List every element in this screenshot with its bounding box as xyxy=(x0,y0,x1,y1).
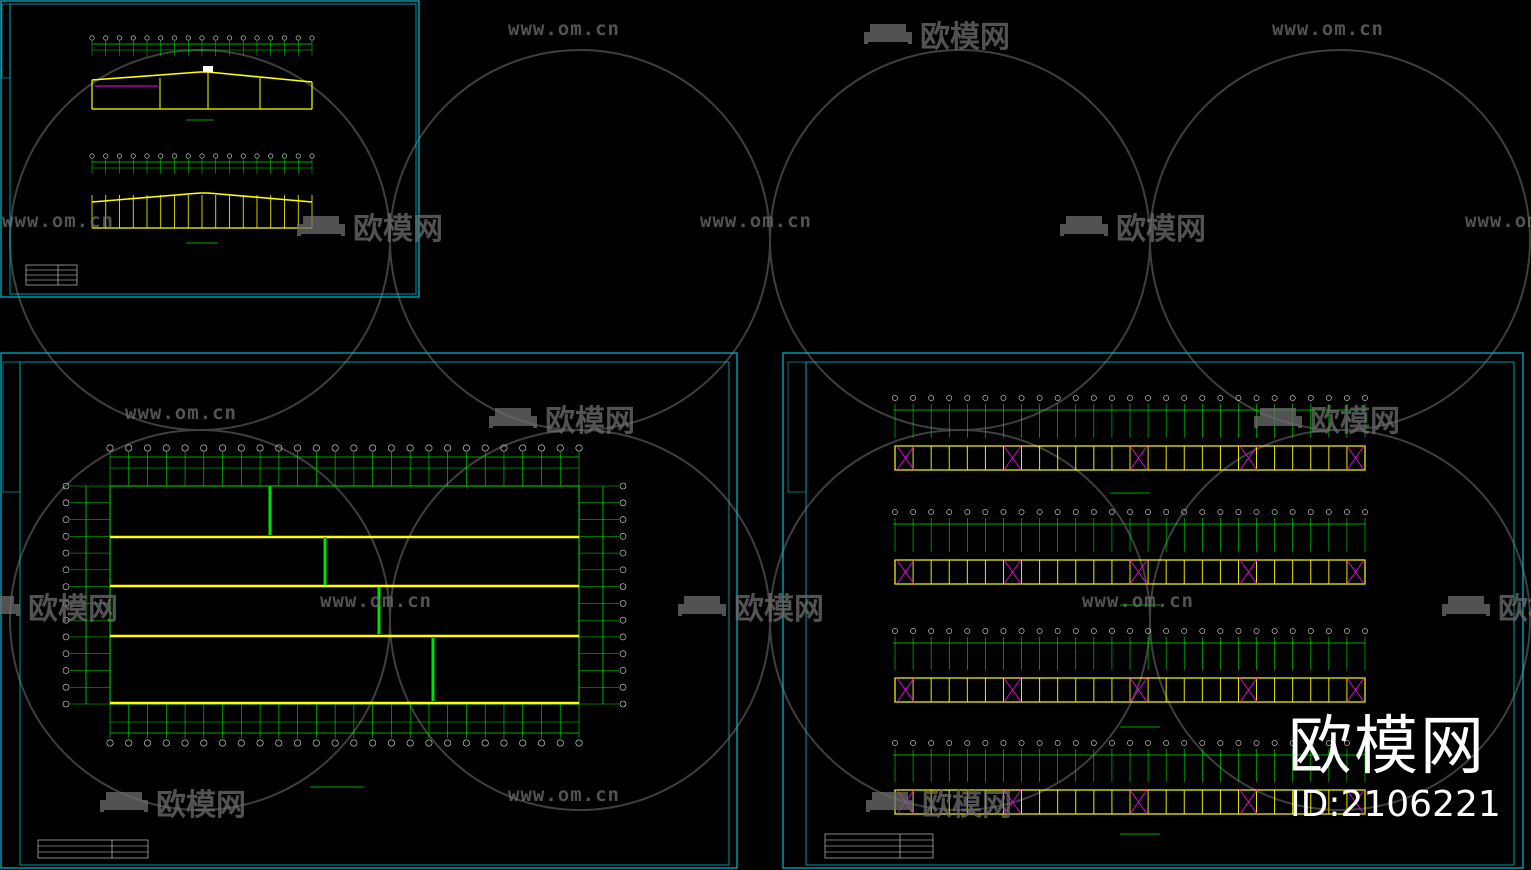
watermark-logo: 欧模网 xyxy=(0,584,118,628)
sofa-icon xyxy=(866,792,914,812)
plan-drawing xyxy=(85,456,604,788)
watermark-logo: 欧模网 xyxy=(1440,584,1531,628)
watermark-logo-text: 欧模网 xyxy=(156,788,246,823)
watermark-logo: 欧模网 xyxy=(1058,204,1206,248)
watermark-url: www.om.cn xyxy=(125,402,237,424)
watermark-logo: 欧模网 xyxy=(862,12,1010,56)
watermark-logo: 欧模网 xyxy=(864,780,1012,824)
title-block-2 xyxy=(37,839,149,859)
model-id: ID:2106221 xyxy=(1290,784,1501,825)
sofa-icon xyxy=(1060,216,1108,236)
watermark-url: www.om.cn xyxy=(508,18,620,40)
elevation-sheet[interactable] xyxy=(0,0,420,298)
sofa-icon xyxy=(678,596,726,616)
title-block-3 xyxy=(824,833,934,859)
watermark-logo-text: 欧模网 xyxy=(28,592,118,627)
watermark-logo-text: 欧模网 xyxy=(1116,212,1206,247)
watermark-logo-text: 欧模网 xyxy=(922,788,1012,823)
watermark-logo: 欧模网 xyxy=(1252,396,1400,440)
elevation-drawing-1 xyxy=(91,43,313,121)
watermark-logo-text: 欧模网 xyxy=(545,404,635,439)
watermark-url: www.om.cn xyxy=(320,590,432,612)
watermark-circles xyxy=(9,49,1531,811)
sofa-icon xyxy=(489,408,537,428)
watermark-url: www.om.cn xyxy=(508,784,620,806)
sofa-icon xyxy=(100,792,148,812)
watermark-logo: 欧模网 xyxy=(676,584,824,628)
watermark-logo: 欧模网 xyxy=(487,396,635,440)
watermark-logo-text: 欧模网 xyxy=(353,212,443,247)
watermark-url: www.om.cn xyxy=(1272,18,1384,40)
watermark-logo-text: 欧模网 xyxy=(1498,592,1531,627)
title-block-1 xyxy=(25,264,78,286)
sofa-icon xyxy=(1442,596,1490,616)
watermark-url: www.om.cn xyxy=(1465,210,1531,232)
sofa-icon xyxy=(0,596,20,616)
sofa-icon xyxy=(1254,408,1302,428)
watermark-logo: 欧模网 xyxy=(98,780,246,824)
watermark-logo: 欧模网 xyxy=(295,204,443,248)
sofa-icon xyxy=(297,216,345,236)
watermark-logo-text: 欧模网 xyxy=(920,20,1010,55)
watermark-url: www.om.cn xyxy=(1082,590,1194,612)
sofa-icon xyxy=(864,24,912,44)
brand-logo: 欧模网 xyxy=(1288,710,1486,784)
watermark-url: www.om.cn xyxy=(2,210,114,232)
watermark-logo-text: 欧模网 xyxy=(1310,404,1400,439)
watermark-url: www.om.cn xyxy=(700,210,812,232)
watermark-logo-text: 欧模网 xyxy=(734,592,824,627)
cad-detail-layer xyxy=(62,35,1368,815)
